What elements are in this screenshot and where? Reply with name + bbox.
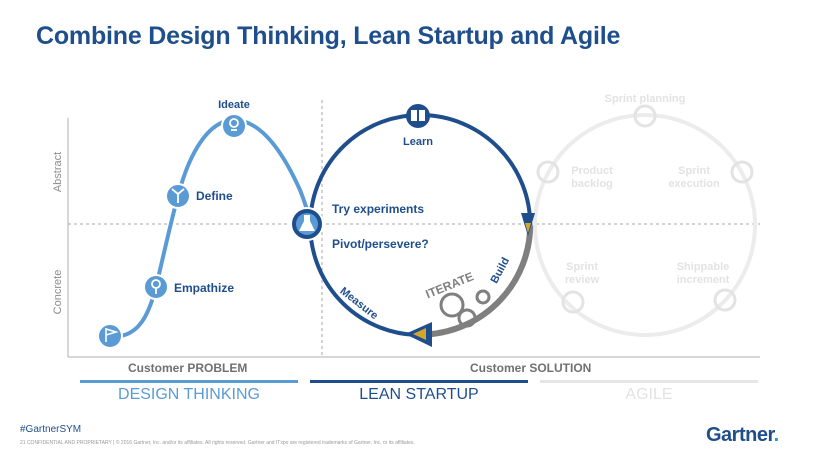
gear-icon <box>730 160 754 184</box>
iterate-gears-icon <box>439 289 491 328</box>
design-thinking-section-label: DESIGN THINKING <box>118 386 260 403</box>
book-icon <box>406 104 430 128</box>
list-icon <box>536 160 560 184</box>
agile-sprint-planning-label: Sprint planning <box>605 93 686 105</box>
lean-circle-arc <box>308 113 533 337</box>
build-arc <box>427 225 534 338</box>
measure-arrow-accent <box>413 328 426 340</box>
x-axis-label-problem: Customer PROBLEM <box>128 361 248 375</box>
try-experiments-label: Try experiments <box>332 202 424 216</box>
lightbulb-icon <box>221 113 247 139</box>
gartner-logo: Gartner. <box>706 424 779 447</box>
slide-title: Combine Design Thinking, Lean Startup an… <box>36 22 621 50</box>
iterate-label: ITERATE <box>423 269 475 301</box>
y-axis-label-abstract: Abstract <box>52 152 64 192</box>
pivot-persevere-label: Pivot/persevere? <box>332 237 429 251</box>
logo-dot: . <box>773 424 780 446</box>
x-axis-label-solution: Customer SOLUTION <box>470 361 592 375</box>
ideate-label: Ideate <box>218 99 250 111</box>
lean-startup-cycle: ITERATE Learn Try experiments Pivot/pers… <box>308 104 535 347</box>
agile-bar <box>540 380 758 383</box>
lean-startup-section-label: LEAN STARTUP <box>359 386 479 403</box>
design-thinking-path <box>109 117 314 339</box>
design-thinking-curve: Empathize Define Ideate <box>97 99 314 349</box>
flag-icon <box>97 323 123 349</box>
empathize-label: Empathize <box>174 281 234 295</box>
define-label: Define <box>196 189 233 203</box>
map-pin-icon <box>143 274 169 300</box>
design-thinking-bar <box>80 380 298 383</box>
chart-icon <box>561 290 585 314</box>
footnote: 21 CONFIDENTIAL AND PROPRIETARY | © 2016… <box>20 440 415 446</box>
build-label: Build <box>489 256 513 286</box>
learn-label: Learn <box>403 136 433 148</box>
build-arrow-accent <box>525 223 531 233</box>
box-icon <box>713 288 737 312</box>
hashtag: #GartnerSYM <box>20 424 82 435</box>
agile-section-label: AGILE <box>625 386 673 403</box>
logo-text: Gartner <box>706 424 774 446</box>
lean-startup-bar <box>310 380 528 383</box>
flask-icon <box>290 207 324 241</box>
clipboard-icon <box>633 104 657 128</box>
y-axis-label-concrete: Concrete <box>52 270 64 315</box>
